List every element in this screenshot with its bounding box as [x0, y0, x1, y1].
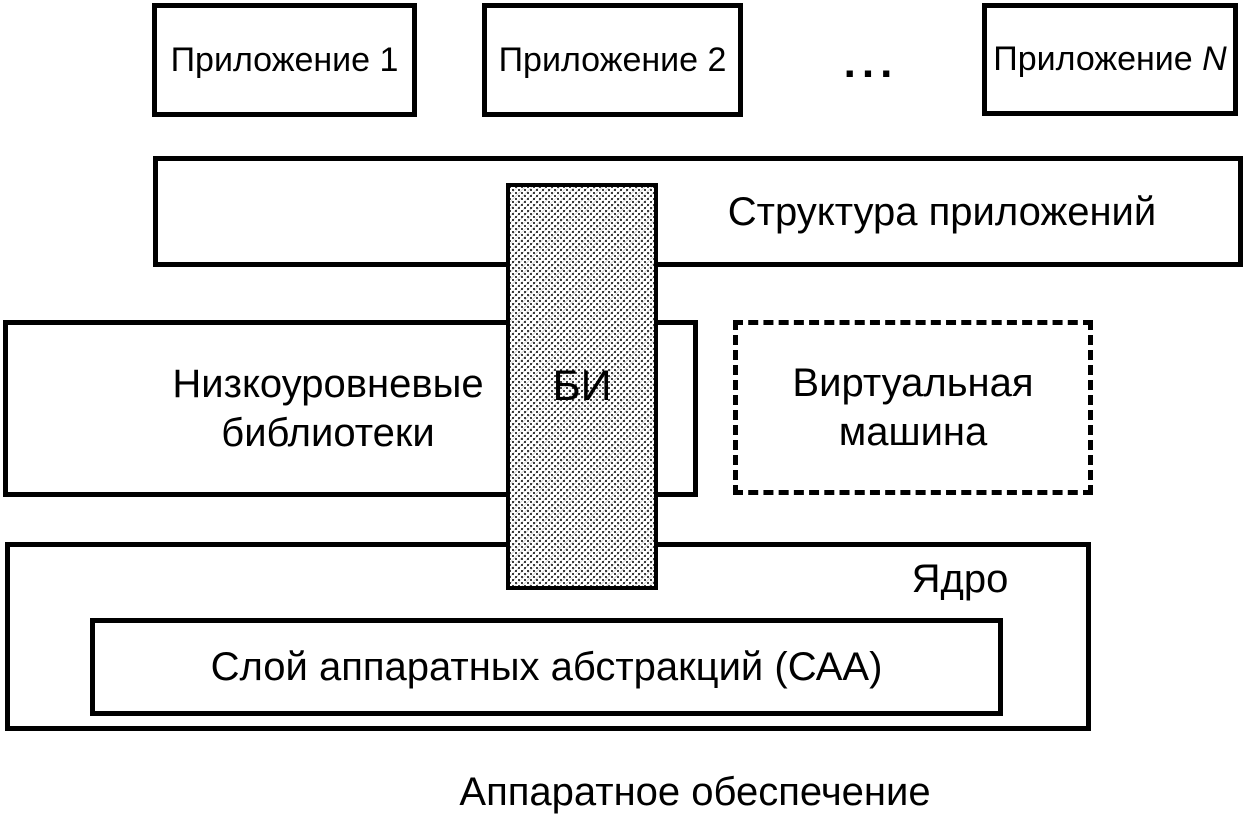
box-virtual-machine: Виртуальная машина: [733, 320, 1093, 495]
low-level-libraries-label: Низкоуровневые библиотеки: [172, 360, 483, 458]
box-application-2-label: Приложение 2: [498, 40, 727, 79]
kernel-label: Ядро: [911, 557, 1009, 601]
box-application-n-label: Приложение N: [993, 39, 1226, 80]
box-application-n-label-italic: N: [1202, 40, 1227, 79]
box-application-structure: Структура приложений: [153, 156, 1243, 267]
box-application-n-label-prefix: Приложение: [993, 40, 1203, 79]
box-hardware-abstraction-layer: Слой аппаратных абстракций (САА): [90, 618, 1003, 716]
hardware-caption: Аппаратное обеспечение: [459, 770, 931, 814]
application-structure-label-wrap: Структура приложений: [646, 161, 1238, 262]
virtual-machine-label-line2: машина: [838, 409, 988, 454]
box-application-1: Приложение 1: [152, 3, 417, 117]
bi-label: БИ: [552, 361, 612, 410]
virtual-machine-label: Виртуальная машина: [792, 359, 1033, 457]
box-application-2: Приложение 2: [482, 3, 743, 117]
application-structure-label: Структура приложений: [727, 189, 1157, 234]
low-level-libraries-label-line1: Низкоуровневые: [172, 361, 484, 406]
box-application-n: Приложение N: [982, 3, 1238, 116]
box-application-1-label: Приложение 1: [170, 40, 399, 79]
virtual-machine-label-line1: Виртуальная: [792, 360, 1034, 405]
box-bi: БИ: [506, 183, 658, 590]
applications-ellipsis: ...: [843, 38, 899, 87]
low-level-libraries-label-line2: библиотеки: [221, 410, 435, 455]
low-level-libraries-label-wrap: Низкоуровневые библиотеки: [8, 325, 648, 492]
hardware-abstraction-layer-label: Слой аппаратных абстракций (САА): [210, 645, 883, 689]
